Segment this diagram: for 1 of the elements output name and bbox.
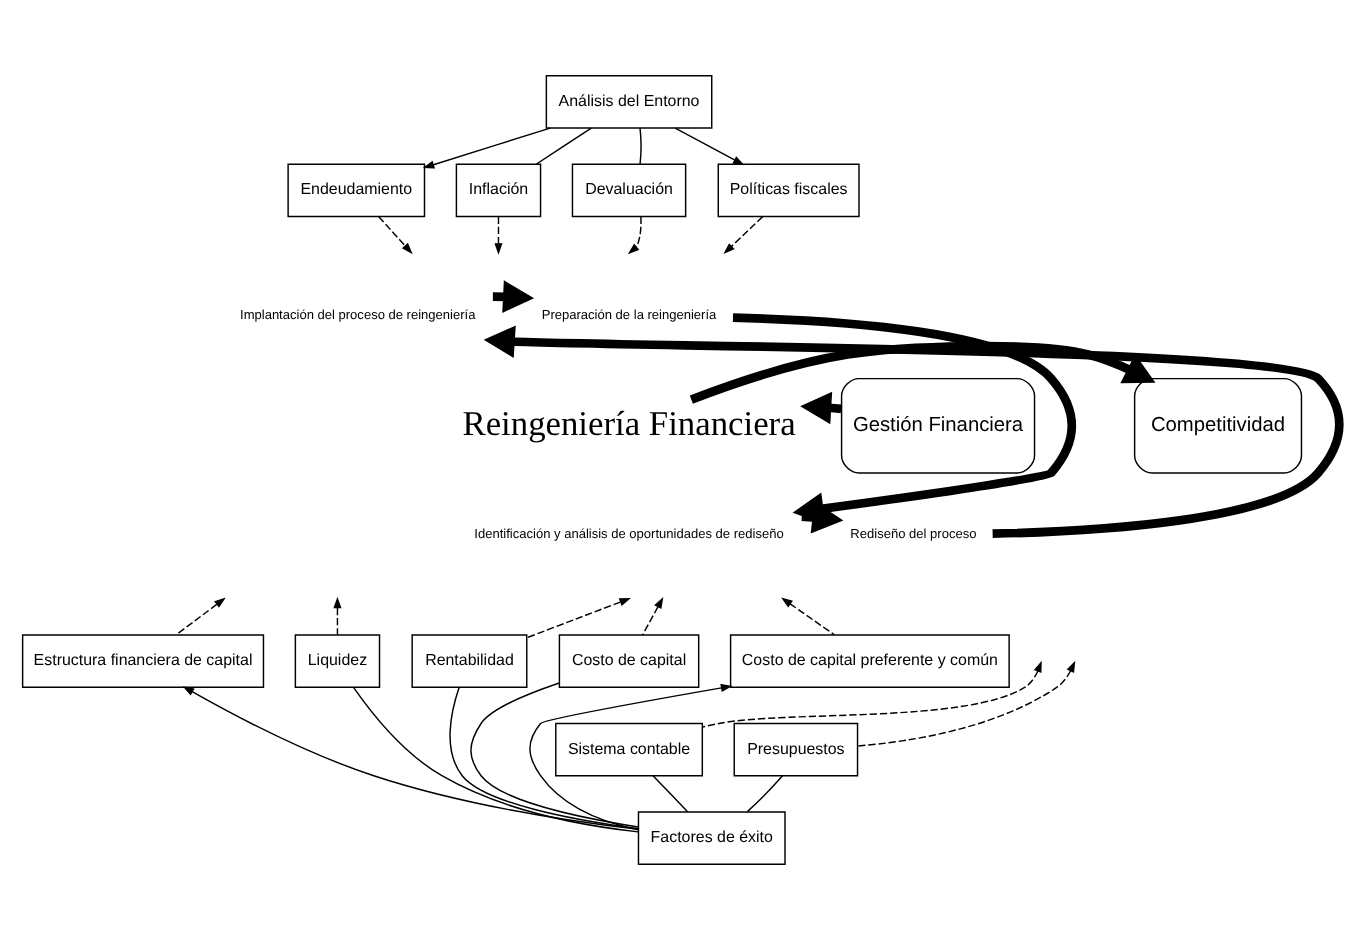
node-text: Reingeniería Financiera — [462, 402, 796, 443]
